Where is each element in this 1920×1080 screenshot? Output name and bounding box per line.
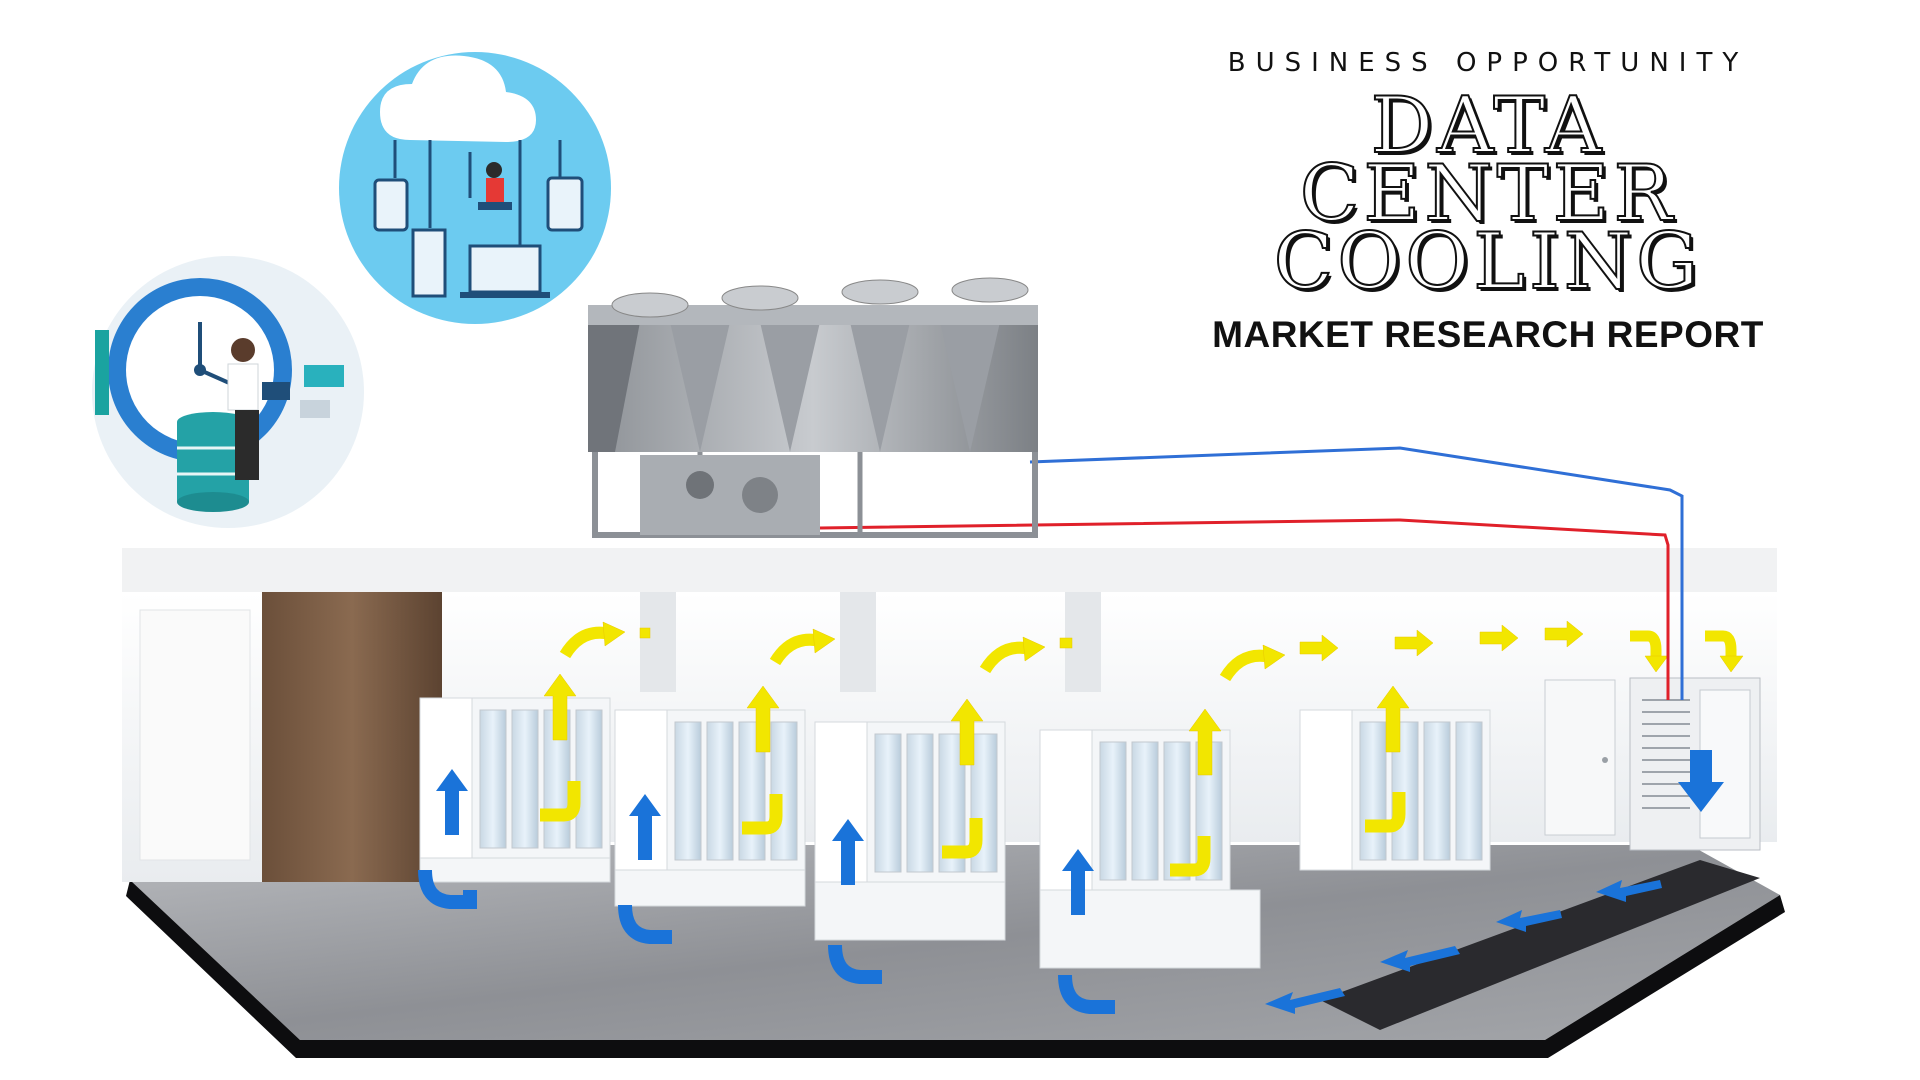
rooftop-chiller-icon	[588, 277, 1038, 538]
supply-pipe	[1029, 446, 1684, 560]
cool-air-arrows	[418, 750, 1724, 1014]
report-headline: BUSINESS OPPORTUNITY DATA CENTER COOLING…	[1168, 48, 1808, 356]
return-pipe	[819, 518, 1670, 700]
underfloor-duct	[1320, 860, 1760, 1030]
subtitle-text: MARKET RESEARCH REPORT	[1212, 314, 1764, 355]
door	[1544, 679, 1616, 836]
wood-wall-panel	[262, 592, 442, 882]
kicker-text: BUSINESS OPPORTUNITY	[1227, 48, 1749, 78]
database-clock-icon	[92, 256, 364, 528]
cloud-network-icon	[339, 52, 611, 324]
warm-air-arrows	[540, 620, 1744, 877]
roof-slab	[122, 548, 1777, 592]
title-line-2: COOLING	[1273, 217, 1703, 307]
title-line-1: DATA CENTER	[1299, 81, 1677, 239]
floor-edge	[126, 880, 1785, 1058]
